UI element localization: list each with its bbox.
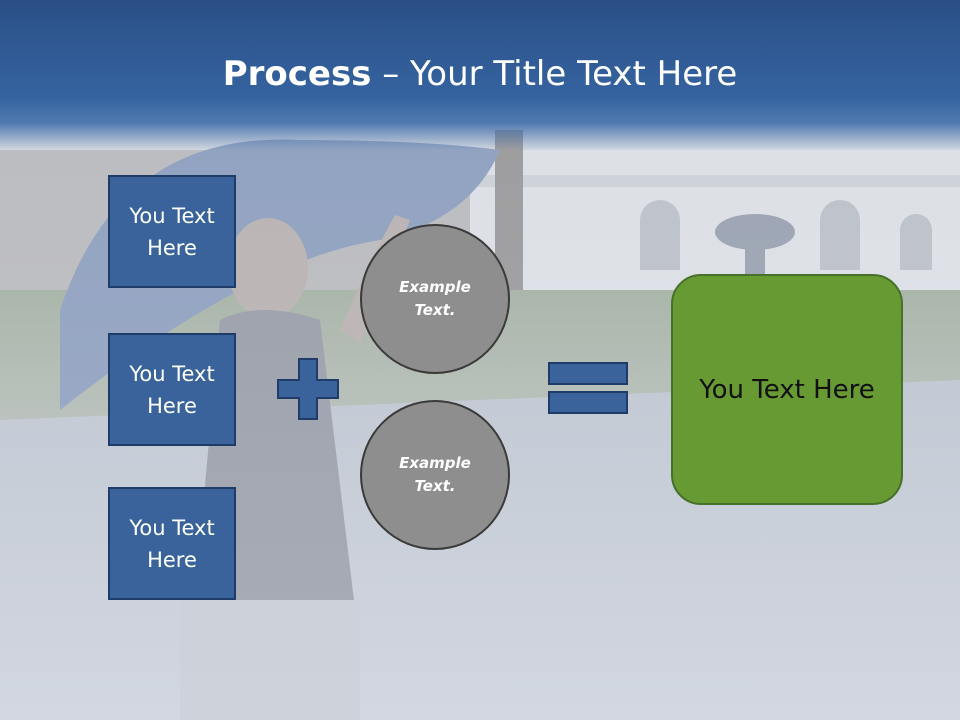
result-box: You Text Here — [671, 274, 903, 505]
title-rest: – Your Title Text Here — [371, 54, 738, 94]
input-box-1-label: You Text Here — [129, 203, 215, 260]
input-box-3: You Text Here — [108, 487, 236, 600]
title-band — [0, 0, 960, 150]
title-bold: Process — [222, 54, 372, 94]
equals-icon — [548, 362, 628, 414]
input-box-2: You Text Here — [108, 333, 236, 446]
example-circle-2-label: Example Text. — [399, 454, 471, 495]
example-circle-1: Example Text. — [360, 224, 510, 374]
example-circle-1-label: Example Text. — [399, 278, 471, 319]
input-box-2-label: You Text Here — [129, 361, 215, 418]
input-box-1: You Text Here — [108, 175, 236, 288]
input-box-3-label: You Text Here — [129, 515, 215, 572]
result-box-label: You Text Here — [699, 374, 875, 405]
example-circle-2: Example Text. — [360, 400, 510, 550]
slide-title: Process – Your Title Text Here — [0, 52, 960, 96]
plus-icon — [277, 358, 339, 420]
